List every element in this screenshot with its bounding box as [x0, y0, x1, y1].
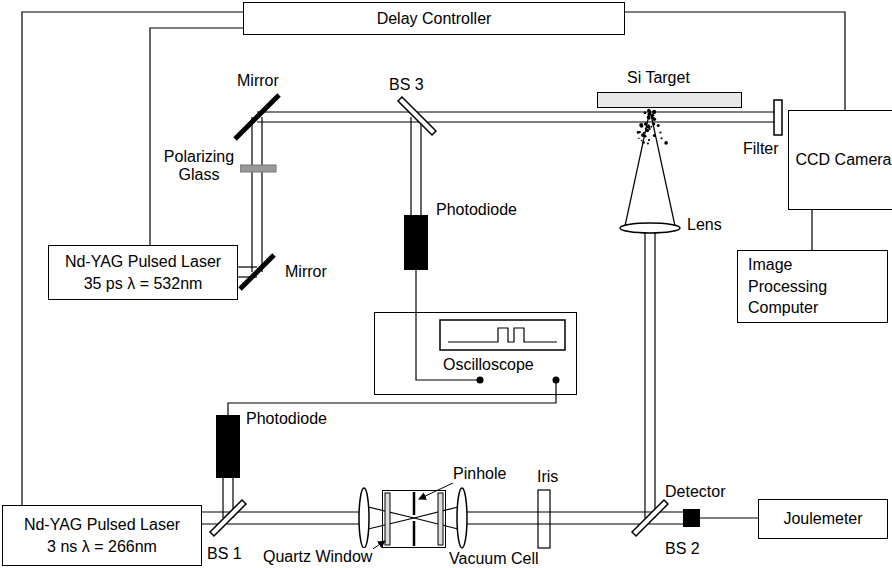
- part-label: Mirror: [236, 72, 280, 90]
- quartz-window: [385, 493, 390, 545]
- quartz-window: [438, 493, 443, 545]
- node-label: 35 ps λ = 532nm: [84, 273, 203, 295]
- oscilloscope-screen: [416, 312, 565, 395]
- node-label: Vacuum Cell: [449, 550, 539, 568]
- node-label: 3 ns λ = 266nm: [47, 536, 157, 558]
- camera-box: CCD Camera: [788, 110, 892, 210]
- pinhole: [413, 492, 416, 515]
- part-label: Pinhole: [452, 465, 507, 483]
- target: Si Target: [597, 92, 742, 108]
- controller-box: Delay Controller: [243, 2, 625, 35]
- node-label: Delay Controller: [377, 8, 492, 30]
- part-label: BS 3: [388, 76, 425, 94]
- beam-paths: [202, 110, 774, 524]
- signal-wire: [415, 270, 416, 312]
- node-label: Joulemeter: [783, 508, 862, 530]
- node-label: Image Processing Computer: [748, 254, 848, 319]
- laser-box: Nd-YAG Pulsed Laser35 ps λ = 532nm: [48, 245, 238, 300]
- signal-wire: [811, 210, 812, 250]
- iris: [538, 490, 550, 548]
- polarizing-glass: [240, 165, 276, 172]
- node-label: Nd-YAG Pulsed Laser: [24, 514, 180, 536]
- part-label: BS 1: [206, 545, 243, 563]
- joulemeter-box: Joulemeter: [758, 499, 888, 539]
- photodiode: Photodiode: [216, 415, 240, 478]
- node-label: Nd-YAG Pulsed Laser: [65, 251, 221, 273]
- vacuum-cell: Vacuum Cell: [382, 490, 446, 548]
- oscilloscope: Oscilloscope: [374, 312, 577, 395]
- mirrors: [235, 95, 279, 289]
- node-label: Photodiode: [436, 201, 517, 219]
- part-label: Quartz Window: [262, 548, 373, 566]
- computer-box: Image Processing Computer: [737, 250, 888, 323]
- part-label: BS 2: [664, 540, 701, 558]
- part-label: Filter: [742, 140, 780, 158]
- node-label: CCD Camera: [795, 149, 891, 171]
- filter: [774, 100, 782, 135]
- node-label: Photodiode: [246, 410, 327, 428]
- photodiode: Photodiode: [404, 215, 428, 270]
- part-label: Iris: [536, 468, 559, 486]
- node-label: Oscilloscope: [443, 354, 534, 376]
- signal-wire: [150, 28, 243, 245]
- signal-wire: [22, 12, 243, 505]
- ablation-plume: [637, 109, 668, 145]
- laser-box: Nd-YAG Pulsed Laser3 ns λ = 266nm: [2, 505, 202, 566]
- part-label: Mirror: [284, 263, 328, 281]
- node-label: Si Target: [627, 69, 690, 87]
- lens: [620, 223, 680, 233]
- part-label: Polarizing Glass: [158, 148, 240, 185]
- detector: Detector: [683, 509, 700, 527]
- beam-splitters: [210, 97, 668, 536]
- signal-wire: [700, 517, 758, 518]
- part-label: Lens: [686, 216, 723, 234]
- node-label: Detector: [665, 483, 725, 501]
